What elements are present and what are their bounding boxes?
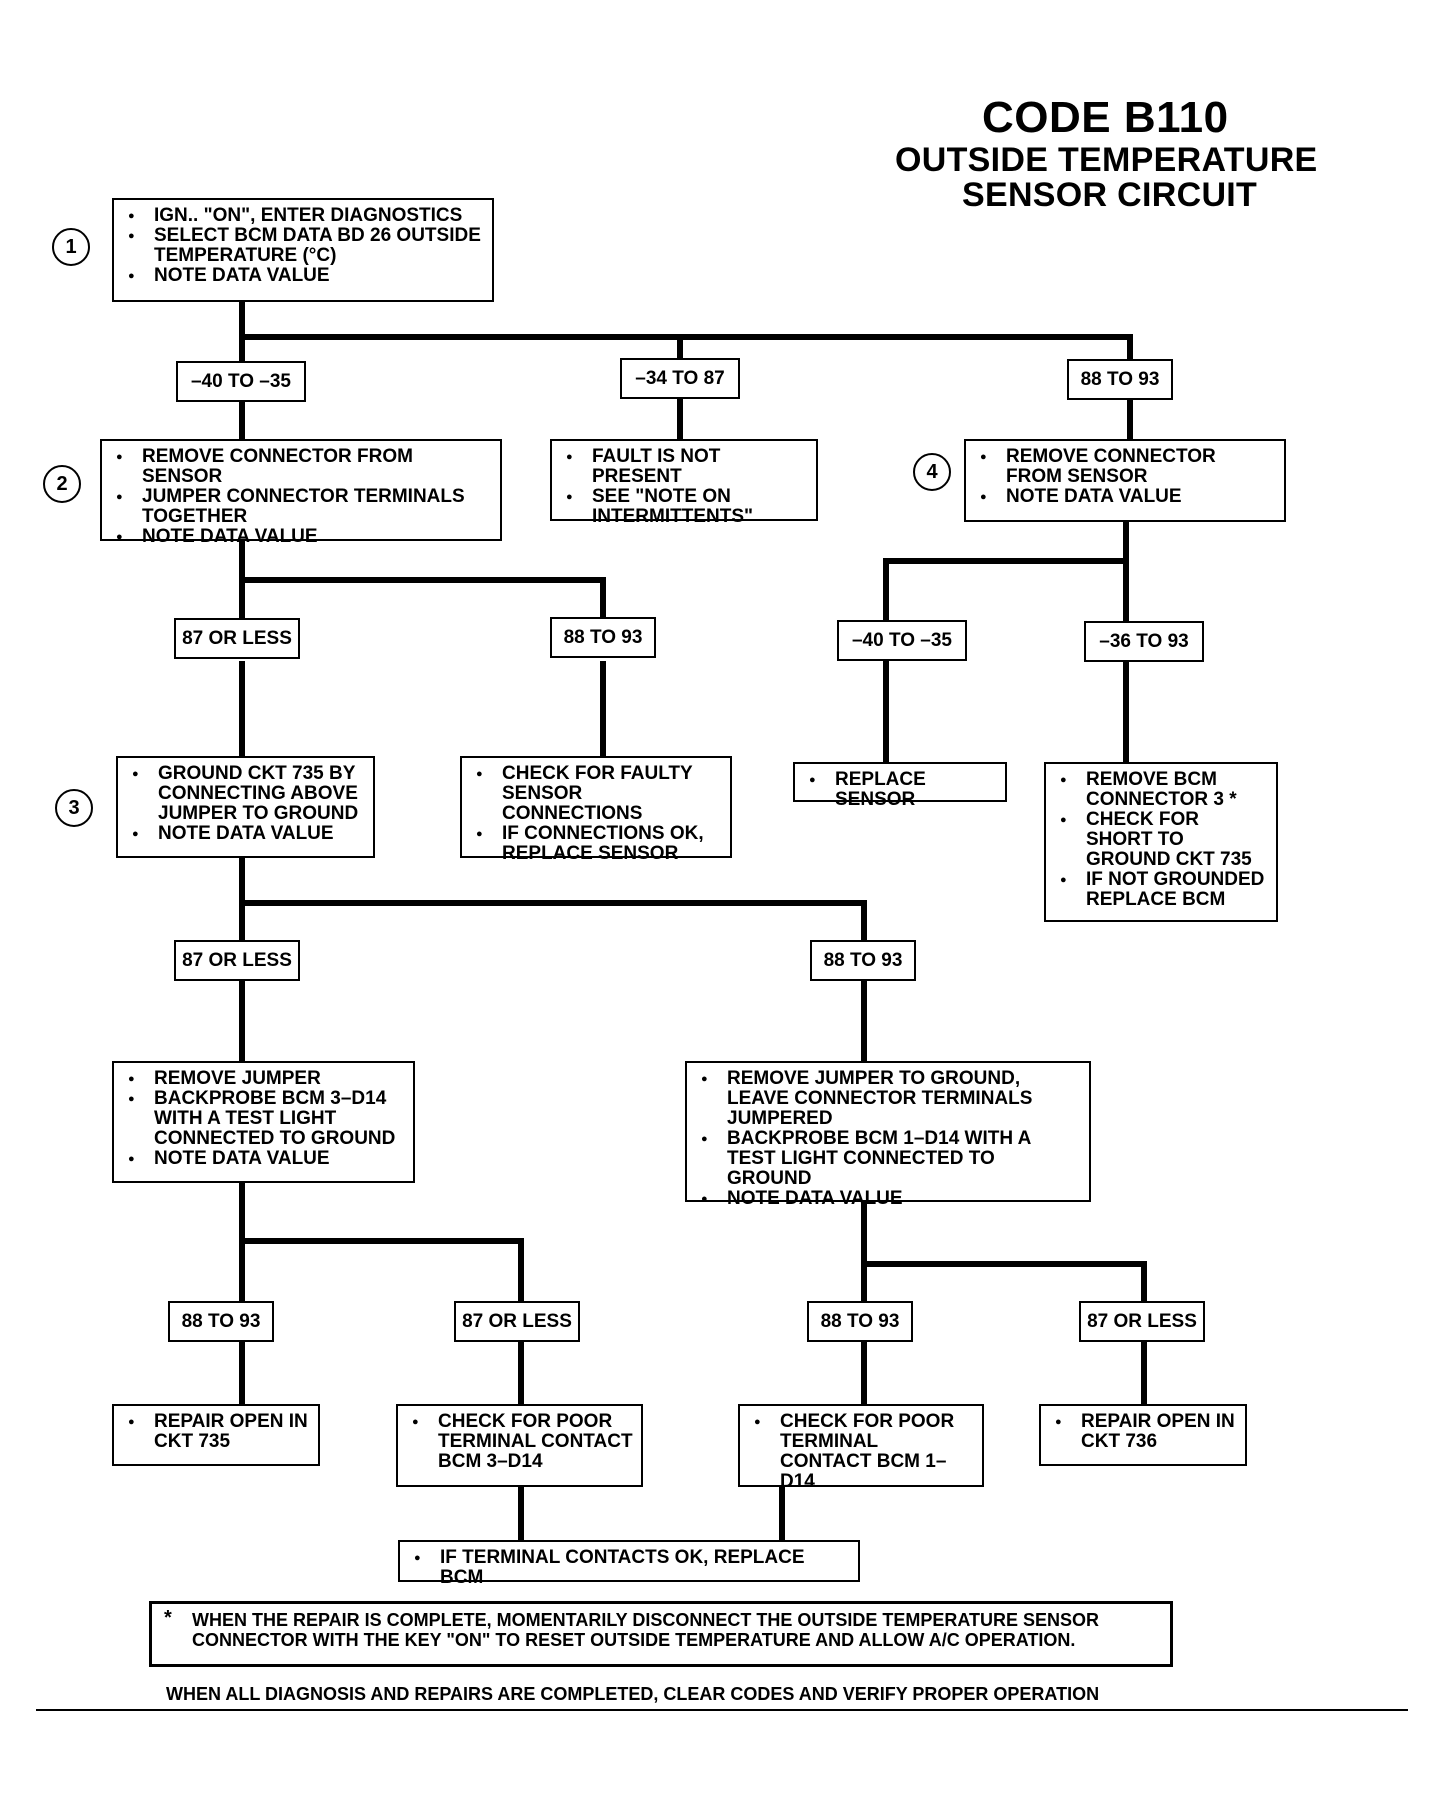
range-label: 87 OR LESS: [174, 940, 300, 981]
range-label: 87 OR LESS: [174, 618, 300, 659]
faulty-item: CHECK FOR FAULTY SENSOR CONNECTIONS: [474, 764, 722, 824]
remove-bcm-item: REMOVE BCM CONNECTOR 3 *: [1058, 770, 1268, 810]
step4-box: REMOVE CONNECTOR FROM SENSOR NOTE DATA V…: [964, 439, 1286, 522]
step2-item: JUMPER CONNECTOR TERMINALS TOGETHER: [114, 487, 492, 527]
fault-not-present-box: FAULT IS NOT PRESENT SEE "NOTE ON INTERM…: [550, 439, 818, 527]
repair-note-box: * WHEN THE REPAIR IS COMPLETE, MOMENTARI…: [149, 1601, 1173, 1667]
remove-jumper-ground-item: BACKPROBE BCM 1–D14 WITH A TEST LIGHT CO…: [699, 1129, 1081, 1189]
connector-b4-split: [883, 519, 1129, 626]
step-number-1: 1: [52, 228, 90, 266]
range-label: –40 TO –35: [176, 361, 306, 402]
step3-box: GROUND CKT 735 BY CONNECTING ABOVE JUMPE…: [116, 756, 375, 858]
step4-item: NOTE DATA VALUE: [978, 487, 1276, 508]
step1-box: IGN.. "ON", ENTER DIAGNOSTICS SELECT BCM…: [112, 198, 494, 302]
remove-jumper-item: REMOVE JUMPER: [126, 1069, 405, 1090]
step1-item: SELECT BCM DATA BD 26 OUTSIDE TEMPERATUR…: [126, 226, 484, 266]
connector-b3-split: [239, 855, 867, 945]
fault-item: FAULT IS NOT PRESENT: [564, 447, 808, 487]
remove-bcm-item: IF NOT GROUNDED REPLACE BCM: [1058, 870, 1268, 910]
range-label: 88 TO 93: [550, 617, 656, 658]
step-number-4: 4: [913, 453, 951, 491]
range-label: 88 TO 93: [810, 940, 916, 981]
step2-item: REMOVE CONNECTOR FROM SENSOR: [114, 447, 492, 487]
repair-ckt736-box: REPAIR OPEN IN CKT 736: [1039, 1404, 1247, 1466]
replace-sensor-item: REPLACE SENSOR: [807, 770, 997, 810]
step4-item: REMOVE CONNECTOR FROM SENSOR: [978, 447, 1276, 487]
range-label: –40 TO –35: [837, 620, 967, 661]
note-text: WHEN THE REPAIR IS COMPLETE, MOMENTARILY…: [192, 1610, 1100, 1650]
remove-jumper-ground-item: NOTE DATA VALUE: [699, 1189, 1081, 1210]
poor-contact-3d14-box: CHECK FOR POOR TERMINAL CONTACT BCM 3–D1…: [396, 1404, 643, 1487]
remove-jumper-item: BACKPROBE BCM 3–D14 WITH A TEST LIGHT CO…: [126, 1089, 405, 1149]
remove-bcm-box: REMOVE BCM CONNECTOR 3 * CHECK FOR SHORT…: [1044, 762, 1278, 922]
step2-box: REMOVE CONNECTOR FROM SENSOR JUMPER CONN…: [100, 439, 502, 547]
remove-jumper-ground-item: REMOVE JUMPER TO GROUND, LEAVE CONNECTOR…: [699, 1069, 1081, 1129]
repair-ckt735-item: REPAIR OPEN IN CKT 735: [126, 1412, 310, 1452]
footer-instruction: WHEN ALL DIAGNOSIS AND REPAIRS ARE COMPL…: [166, 1684, 1100, 1704]
faulty-item: IF CONNECTIONS OK, REPLACE SENSOR: [474, 824, 722, 864]
faulty-connections-box: CHECK FOR FAULTY SENSOR CONNECTIONS IF C…: [460, 756, 732, 864]
connector-jumper-ground-split: [861, 1199, 1147, 1306]
note-asterisk: *: [164, 1607, 172, 1629]
step-number-2: 2: [43, 465, 81, 503]
range-label: –36 TO 93: [1084, 621, 1204, 662]
bottom-rule: [36, 1709, 1408, 1711]
range-label: 88 TO 93: [1067, 359, 1173, 400]
connector-b2-split: [239, 537, 606, 623]
range-label: 88 TO 93: [807, 1301, 913, 1342]
remove-jumper-ground-box: REMOVE JUMPER TO GROUND, LEAVE CONNECTOR…: [685, 1061, 1091, 1209]
step1-item: NOTE DATA VALUE: [126, 266, 484, 287]
step3-item: NOTE DATA VALUE: [130, 824, 365, 845]
step-number-3: 3: [55, 789, 93, 827]
replace-bcm-item: IF TERMINAL CONTACTS OK, REPLACE BCM: [412, 1548, 850, 1588]
repair-ckt736-item: REPAIR OPEN IN CKT 736: [1053, 1412, 1237, 1452]
step1-item: IGN.. "ON", ENTER DIAGNOSTICS: [126, 206, 484, 227]
poor-contact-1d14-item: CHECK FOR POOR TERMINAL CONTACT BCM 1–D1…: [752, 1412, 974, 1492]
replace-bcm-box: IF TERMINAL CONTACTS OK, REPLACE BCM: [398, 1540, 860, 1588]
range-label: 87 OR LESS: [454, 1301, 580, 1342]
diagram-title: CODE B110: [982, 93, 1229, 142]
diagram-subtitle-line1: OUTSIDE TEMPERATURE: [895, 141, 1318, 179]
range-label: 88 TO 93: [168, 1301, 274, 1342]
repair-ckt735-box: REPAIR OPEN IN CKT 735: [112, 1404, 320, 1466]
poor-contact-1d14-box: CHECK FOR POOR TERMINAL CONTACT BCM 1–D1…: [738, 1404, 984, 1492]
step3-item: GROUND CKT 735 BY CONNECTING ABOVE JUMPE…: [130, 764, 365, 824]
range-label: –34 TO 87: [620, 358, 740, 399]
poor-contact-3d14-item: CHECK FOR POOR TERMINAL CONTACT BCM 3–D1…: [410, 1412, 633, 1472]
remove-jumper-item: NOTE DATA VALUE: [126, 1149, 405, 1170]
diagram-subtitle-line2: SENSOR CIRCUIT: [962, 176, 1258, 214]
range-label: 87 OR LESS: [1079, 1301, 1205, 1342]
fault-item: SEE "NOTE ON INTERMITTENTS": [564, 487, 808, 527]
step2-item: NOTE DATA VALUE: [114, 527, 492, 548]
remove-jumper-box: REMOVE JUMPER BACKPROBE BCM 3–D14 WITH A…: [112, 1061, 415, 1183]
connector-jumper-split: [239, 1180, 524, 1306]
replace-sensor-box: REPLACE SENSOR: [793, 762, 1007, 810]
remove-bcm-item: CHECK FOR SHORT TO GROUND CKT 735: [1058, 810, 1268, 870]
